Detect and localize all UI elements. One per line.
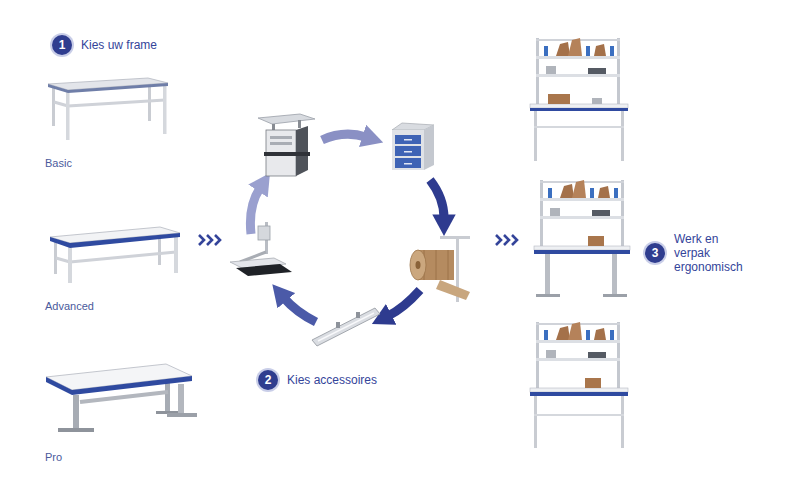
drawer-cabinet — [392, 123, 434, 170]
chevrons — [199, 235, 517, 245]
lamp — [312, 308, 380, 346]
paper-roll — [410, 236, 470, 302]
callout-number: 2 — [258, 370, 278, 390]
packing-station-2 — [534, 180, 630, 297]
callout-number: 3 — [645, 243, 665, 263]
pro-table — [46, 364, 197, 432]
step-heading: Werk en verpak ergonomisch — [674, 232, 756, 274]
monitor-arm — [230, 222, 292, 276]
step-heading: Kies uw frame — [81, 38, 157, 52]
step-node: 2 Kies accessoires — [258, 370, 377, 390]
computer-holder — [258, 114, 315, 176]
frame-label: Pro — [45, 451, 62, 464]
packing-station-1 — [530, 38, 628, 161]
step-node: 3 Werk en verpak ergonomisch — [645, 232, 756, 274]
callout-number: 1 — [52, 35, 72, 55]
basic-table — [48, 78, 168, 140]
step-heading: Kies accessoires — [287, 373, 377, 387]
frame-label: Advanced — [45, 300, 94, 313]
advanced-table — [50, 227, 180, 283]
packing-station-3 — [530, 322, 628, 448]
step-node: 1 Kies uw frame — [52, 35, 157, 55]
frame-label: Basic — [45, 157, 72, 170]
